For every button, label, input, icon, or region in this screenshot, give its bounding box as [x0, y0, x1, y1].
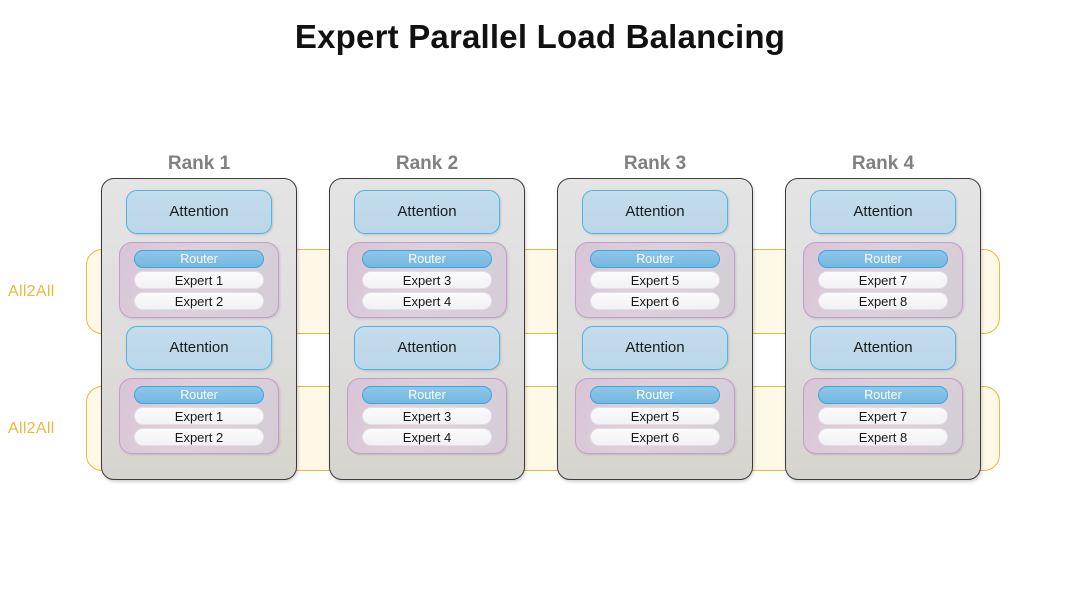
rank-column-3: Rank 3 Attention Router Expert 5 Expert … [557, 150, 753, 480]
page-title: Expert Parallel Load Balancing [294, 18, 786, 55]
expert-rank3-layer1-0: Expert 5 [590, 271, 720, 289]
attention-block-rank1-layer2: Attention [126, 326, 272, 370]
moe-block-rank3-layer2: Router Expert 5 Expert 6 [575, 378, 735, 454]
expert-rank1-layer2-1: Expert 2 [134, 428, 264, 446]
expert-rank1-layer2-0: Expert 1 [134, 407, 264, 425]
router-rank3-layer2: Router [590, 386, 720, 404]
attention-block-rank4-layer1: Attention [810, 190, 956, 234]
moe-block-rank4-layer2: Router Expert 7 Expert 8 [803, 378, 963, 454]
moe-block-rank1-layer2: Router Expert 1 Expert 2 [119, 378, 279, 454]
rank-label-2: Rank 2 [395, 153, 459, 174]
rank-column-1: Rank 1 Attention Router Expert 1 Expert … [101, 150, 297, 480]
moe-block-rank4-layer1: Router Expert 7 Expert 8 [803, 242, 963, 318]
rank-box-1: Attention Router Expert 1 Expert 2 Atten… [101, 178, 297, 480]
router-rank2-layer2: Router [362, 386, 492, 404]
attention-block-rank2-layer1: Attention [354, 190, 500, 234]
attention-block-rank3-layer1: Attention [582, 190, 728, 234]
moe-block-rank3-layer1: Router Expert 5 Expert 6 [575, 242, 735, 318]
rank-box-4: Attention Router Expert 7 Expert 8 Atten… [785, 178, 981, 480]
router-rank3-layer1: Router [590, 250, 720, 268]
rank-label-3: Rank 3 [623, 153, 687, 174]
attention-block-rank3-layer2: Attention [582, 326, 728, 370]
rank-label-1: Rank 1 [167, 153, 231, 174]
router-rank1-layer1: Router [134, 250, 264, 268]
expert-rank3-layer2-1: Expert 6 [590, 428, 720, 446]
expert-rank1-layer1-0: Expert 1 [134, 271, 264, 289]
expert-rank1-layer1-1: Expert 2 [134, 292, 264, 310]
rank-label-4: Rank 4 [851, 153, 915, 174]
expert-rank4-layer2-1: Expert 8 [818, 428, 948, 446]
rank-box-3: Attention Router Expert 5 Expert 6 Atten… [557, 178, 753, 480]
rank-column-2: Rank 2 Attention Router Expert 3 Expert … [329, 150, 525, 480]
attention-block-rank2-layer2: Attention [354, 326, 500, 370]
moe-block-rank2-layer1: Router Expert 3 Expert 4 [347, 242, 507, 318]
expert-rank2-layer2-1: Expert 4 [362, 428, 492, 446]
moe-block-rank1-layer1: Router Expert 1 Expert 2 [119, 242, 279, 318]
expert-rank2-layer2-0: Expert 3 [362, 407, 492, 425]
router-rank4-layer2: Router [818, 386, 948, 404]
expert-rank4-layer1-0: Expert 7 [818, 271, 948, 289]
expert-rank3-layer1-1: Expert 6 [590, 292, 720, 310]
expert-rank3-layer2-0: Expert 5 [590, 407, 720, 425]
attention-block-rank4-layer2: Attention [810, 326, 956, 370]
expert-rank2-layer1-0: Expert 3 [362, 271, 492, 289]
router-rank1-layer2: Router [134, 386, 264, 404]
all2all-label-layer-2: All2All [8, 420, 55, 437]
expert-rank4-layer2-0: Expert 7 [818, 407, 948, 425]
router-rank4-layer1: Router [818, 250, 948, 268]
router-rank2-layer1: Router [362, 250, 492, 268]
all2all-label-layer-1: All2All [8, 283, 55, 300]
expert-rank4-layer1-1: Expert 8 [818, 292, 948, 310]
rank-column-4: Rank 4 Attention Router Expert 7 Expert … [785, 150, 981, 480]
rank-box-2: Attention Router Expert 3 Expert 4 Atten… [329, 178, 525, 480]
expert-rank2-layer1-1: Expert 4 [362, 292, 492, 310]
moe-block-rank2-layer2: Router Expert 3 Expert 4 [347, 378, 507, 454]
attention-block-rank1-layer1: Attention [126, 190, 272, 234]
